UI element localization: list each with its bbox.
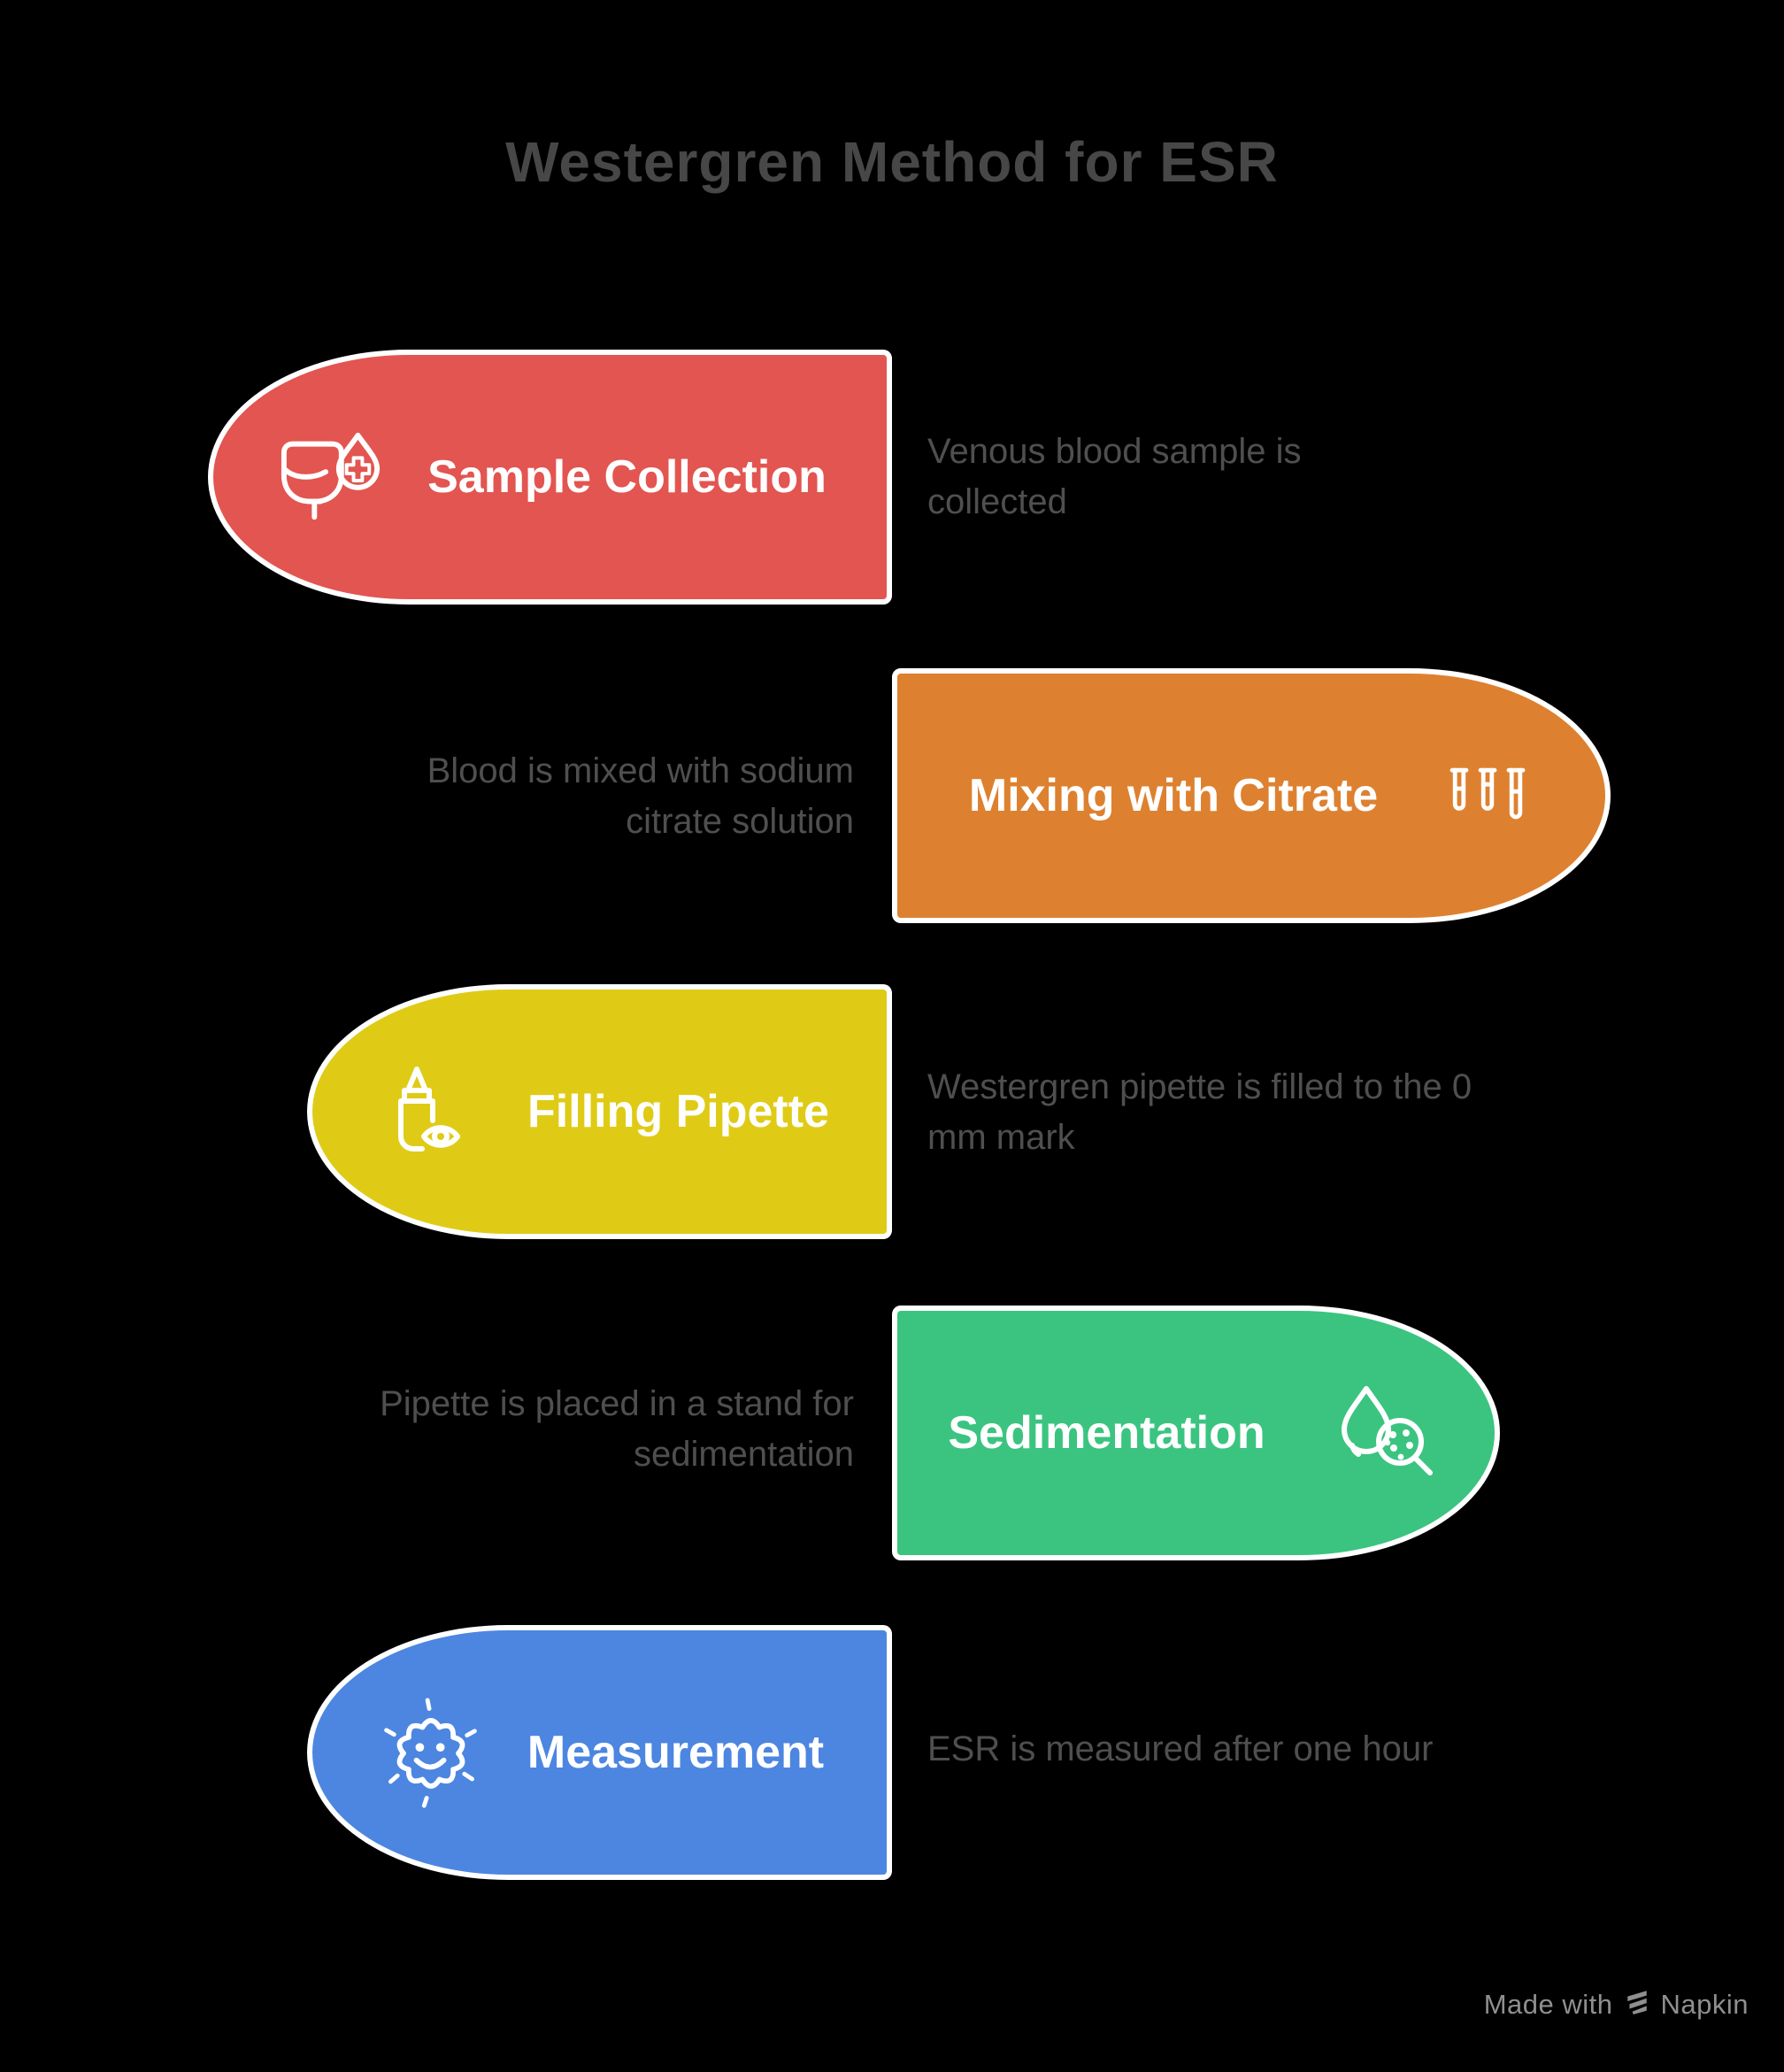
made-with-label: Made with <box>1483 1989 1613 2020</box>
blood-bag-drop-icon <box>273 425 387 529</box>
step-label: Sample Collection <box>427 451 827 503</box>
step-label: Sedimentation <box>948 1407 1265 1459</box>
step-pill-measurement: Measurement <box>307 1625 892 1880</box>
dropper-bottle-eye-icon <box>370 1059 487 1165</box>
napkin-logo-icon <box>1624 1988 1650 2022</box>
step-description: Venous blood sample is collected <box>927 432 1302 521</box>
step-pill-sample-collection: Sample Collection <box>208 350 892 605</box>
step-pill-sedimentation: Sedimentation <box>892 1306 1500 1560</box>
page-title: Westergren Method for ESR <box>505 130 1279 194</box>
step-description: ESR is measured after one hour <box>927 1729 1434 1768</box>
step-description: Westergren pipette is filled to the 0 mm… <box>927 1067 1473 1157</box>
step-description: Pipette is placed in a stand for sedimen… <box>380 1384 854 1474</box>
step-label: Measurement <box>527 1727 825 1778</box>
made-with-napkin-credit: Made with Napkin <box>1484 1988 1749 2022</box>
test-tubes-icon <box>1442 753 1534 838</box>
napkin-brand-label: Napkin <box>1660 1989 1749 2020</box>
blood-drop-magnifier-icon <box>1329 1379 1444 1487</box>
step-description: Blood is mixed with sodium citrate solut… <box>427 751 854 841</box>
step-pill-filling-pipette: Filling Pipette <box>307 984 892 1239</box>
microbe-smiley-icon <box>375 1697 487 1808</box>
step-label: Mixing with Citrate <box>968 770 1379 821</box>
step-pill-mixing-with-citrate: Mixing with Citrate <box>892 668 1611 923</box>
step-label: Filling Pipette <box>527 1086 829 1137</box>
